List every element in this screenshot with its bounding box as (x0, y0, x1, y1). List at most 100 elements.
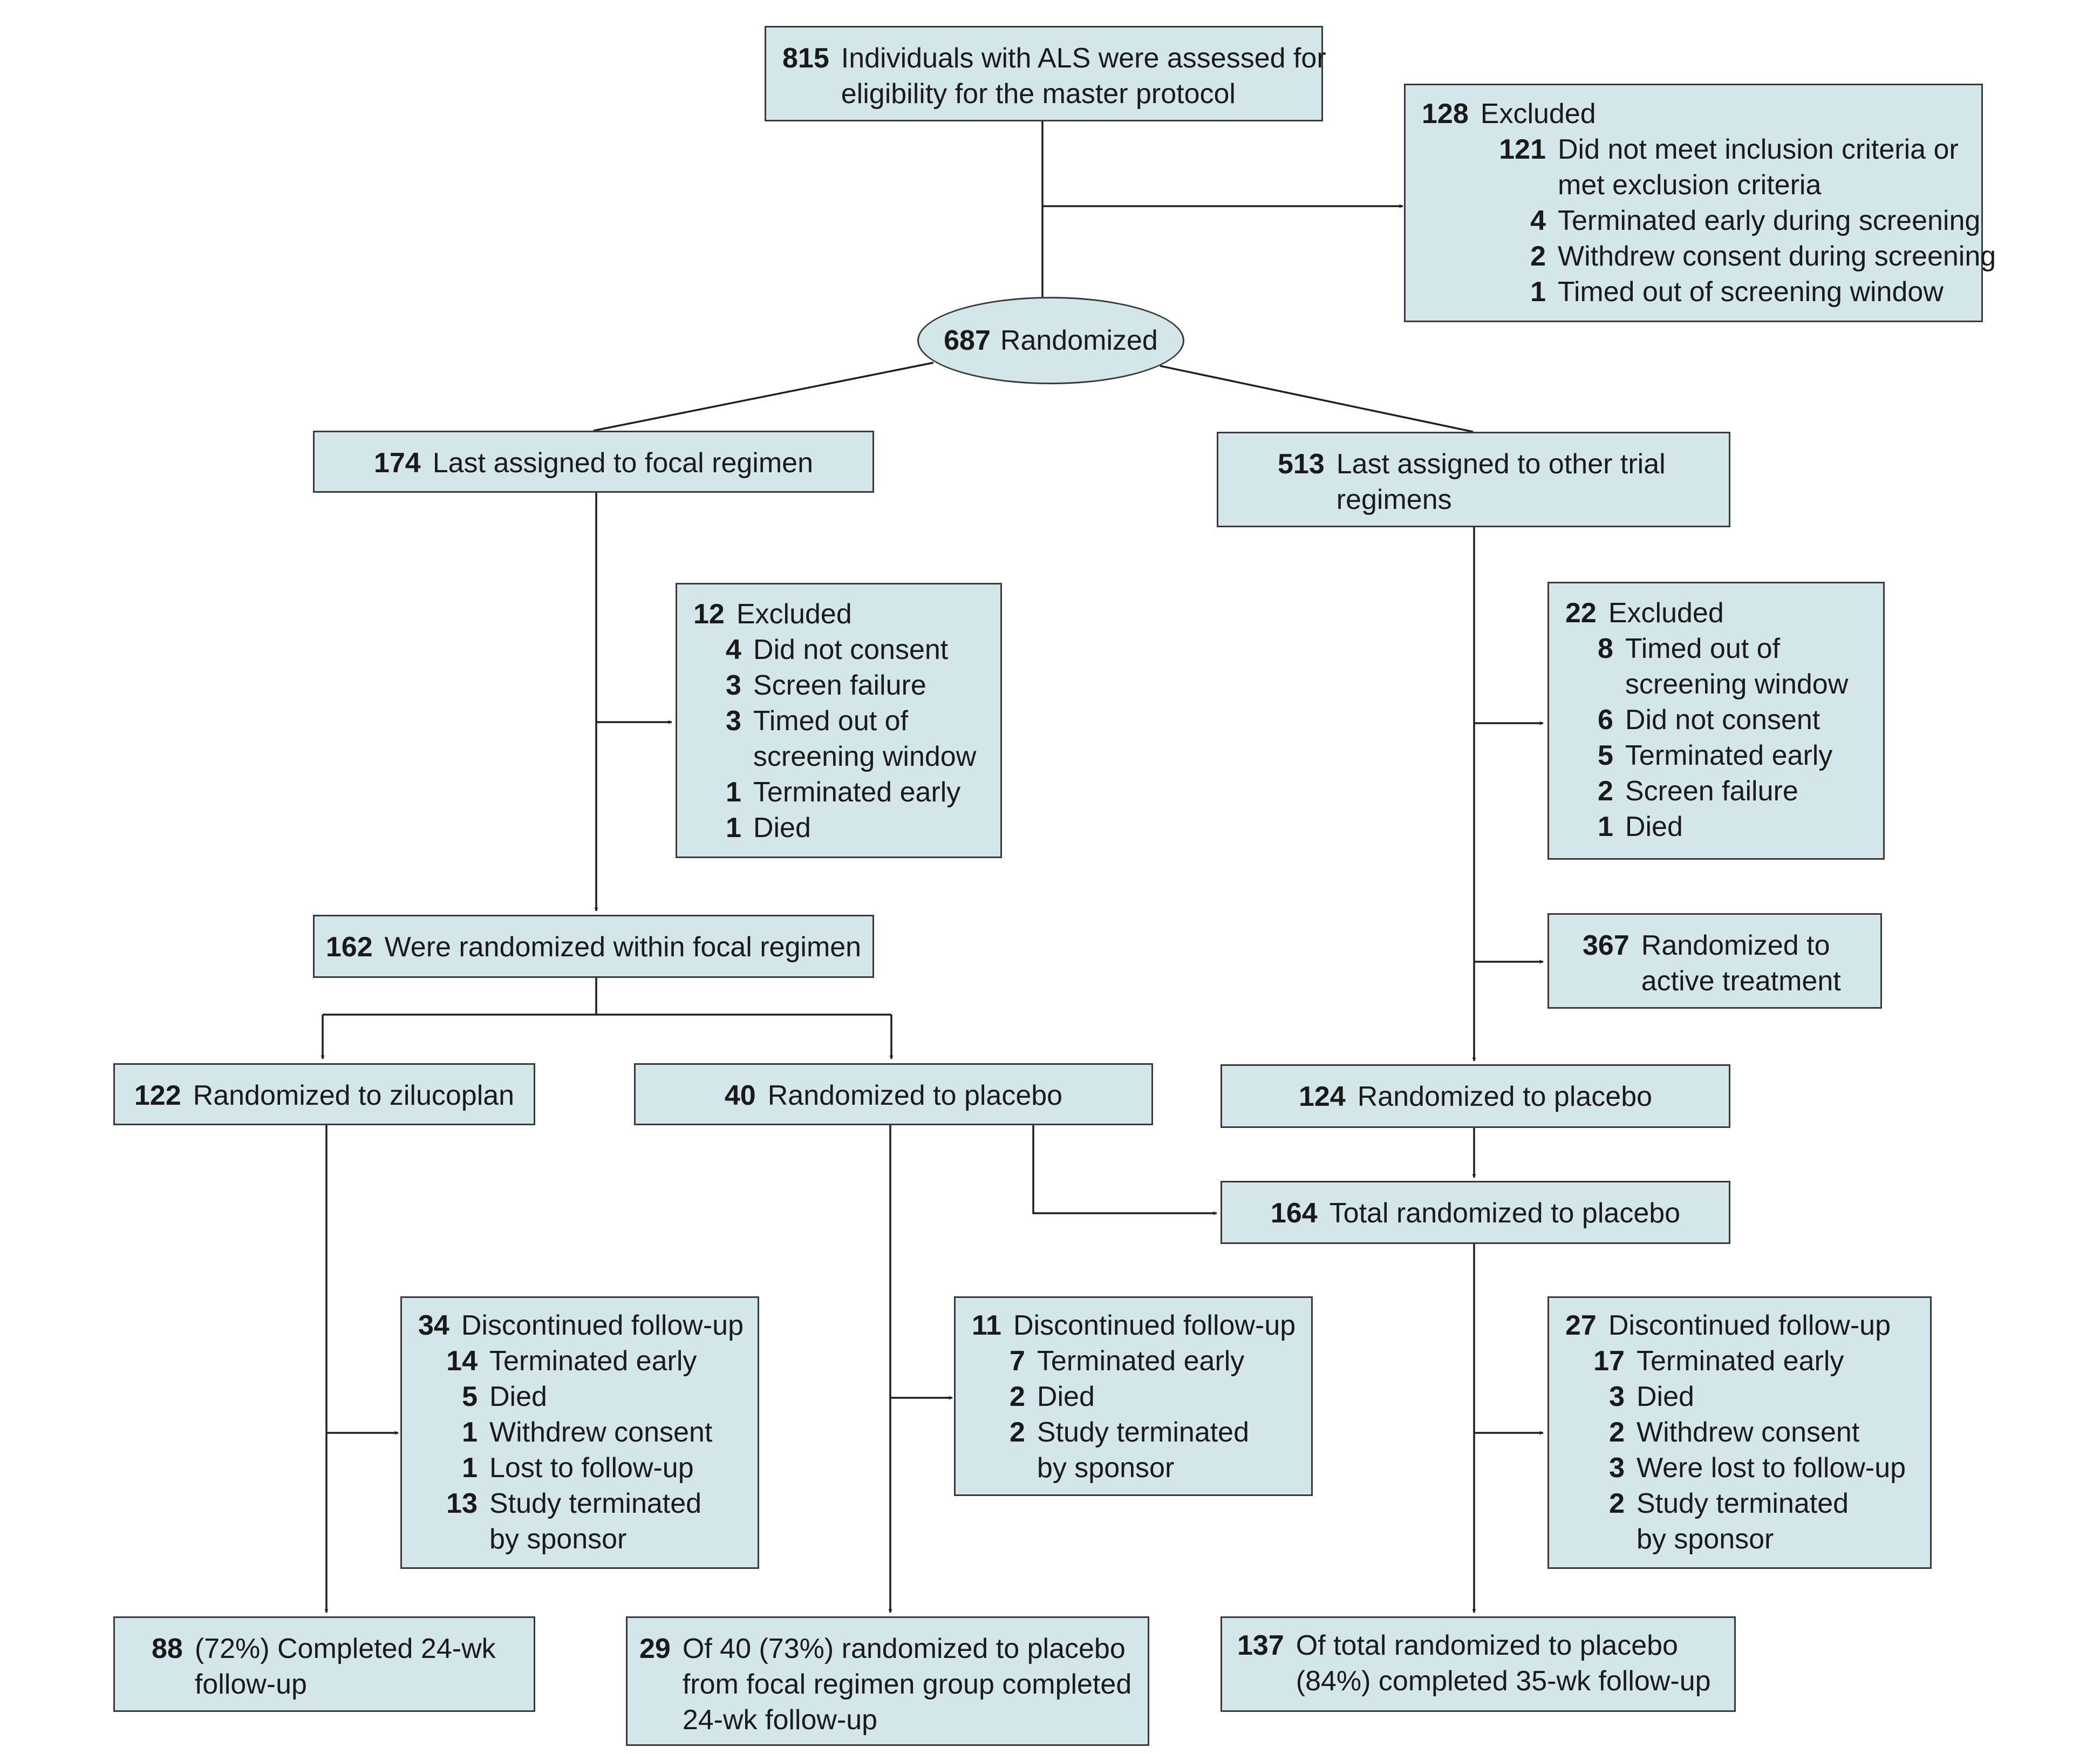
count: 1 (462, 1452, 478, 1484)
box-placebo-focal: 40 Randomized to placebo (634, 1063, 1153, 1125)
label-line: Excluded (1608, 597, 1724, 629)
label-line: Individuals with ALS were assessed for (841, 43, 1326, 74)
count: 27 (1565, 1310, 1597, 1341)
count: 5 (1598, 740, 1613, 771)
label-line: Terminated early (1037, 1345, 1245, 1377)
count: 11 (972, 1310, 1001, 1341)
label-line: Screen failure (753, 670, 926, 701)
count: 124 (1298, 1081, 1346, 1112)
count: 2 (1598, 776, 1613, 807)
count: 3 (1609, 1381, 1625, 1412)
count: 128 (1422, 98, 1469, 130)
box-focal-regimen: 174 Last assigned to focal regimen (313, 431, 874, 493)
count: 4 (726, 634, 741, 665)
count: 8 (1598, 633, 1613, 664)
label-line: Last assigned to other trial (1336, 448, 1666, 480)
label-line: screening window (753, 741, 977, 772)
label-line: Total randomized to placebo (1329, 1198, 1681, 1229)
count: 40 (724, 1080, 756, 1111)
label-line: Terminated early (489, 1345, 697, 1377)
label-line: Withdrew consent (1637, 1417, 1860, 1448)
count: 1 (462, 1417, 478, 1448)
box-zilucoplan: 122 Randomized to zilucoplan (113, 1063, 535, 1125)
box-placebo-other: 124 Randomized to placebo (1221, 1064, 1730, 1128)
count: 2 (1530, 241, 1546, 272)
ellipse-randomized: 687 Randomized (917, 297, 1184, 384)
count: 513 (1278, 448, 1325, 480)
label-line: Screen failure (1625, 776, 1798, 807)
count: 5 (462, 1381, 478, 1412)
label-line: Died (489, 1381, 547, 1412)
count: 3 (1609, 1452, 1625, 1484)
label-line: Timed out of (753, 705, 909, 737)
count: 17 (1593, 1345, 1625, 1377)
box-focal-randomized: 162 Were randomized within focal regimen (313, 915, 874, 978)
label-line: Were randomized within focal regimen (384, 932, 862, 963)
count: 6 (1598, 704, 1613, 736)
label-line: by sponsor (1037, 1452, 1175, 1484)
label-line: regimens (1336, 484, 1452, 515)
label-line: Randomized to (1641, 930, 1830, 961)
label-line: 24-wk follow-up (682, 1704, 878, 1736)
count: 687 (944, 325, 991, 356)
count: 2 (1609, 1488, 1625, 1519)
label-line: Excluded (1480, 98, 1596, 130)
count: 12 (693, 599, 725, 630)
count: 2 (1609, 1417, 1625, 1448)
label-line: Study terminated (1637, 1488, 1849, 1519)
count: 367 (1583, 930, 1629, 961)
count: 1 (1530, 276, 1546, 308)
label-line: Discontinued follow-up (461, 1310, 744, 1341)
connector-randomized-to-other (1160, 365, 1474, 433)
label-line: Died (753, 812, 811, 844)
label-line: Of 40 (73%) randomized to placebo (682, 1633, 1126, 1664)
label-line: Randomized to placebo (1357, 1081, 1653, 1112)
label-line: Discontinued follow-up (1608, 1310, 1891, 1341)
label-line: Study terminated (1037, 1417, 1250, 1448)
connector-randomized-to-focal (593, 362, 934, 432)
label-line: Randomized to zilucoplan (193, 1080, 515, 1111)
count: 137 (1237, 1630, 1284, 1661)
count: 164 (1270, 1198, 1318, 1229)
count: 4 (1530, 205, 1546, 236)
count: 3 (726, 670, 741, 701)
label-line: Timed out of (1625, 633, 1781, 664)
count: 174 (373, 447, 421, 479)
label-line: Did not consent (1625, 704, 1821, 736)
label-line: Study terminated (489, 1488, 702, 1519)
label-line: by sponsor (1637, 1524, 1774, 1555)
label-line: Were lost to follow-up (1637, 1452, 1906, 1484)
label-line: Timed out of screening window (1558, 276, 1944, 308)
label-line: eligibility for the master protocol (841, 78, 1236, 110)
label-line: Last assigned to focal regimen (432, 447, 814, 479)
count: 88 (152, 1633, 183, 1664)
count: 1 (1598, 811, 1613, 842)
label-line: Died (1637, 1381, 1694, 1412)
box-complete-zilucoplan: 88(72%) Completed 24-wk 88follow-up (113, 1616, 535, 1712)
count: 22 (1565, 597, 1597, 629)
count: 13 (446, 1488, 478, 1519)
count: 122 (134, 1080, 181, 1111)
count: 162 (325, 932, 373, 963)
label-line: (84%) completed 35-wk follow-up (1296, 1665, 1711, 1697)
label-line: Died (1625, 811, 1683, 842)
count: 34 (418, 1310, 449, 1341)
label-line: Excluded (736, 599, 852, 630)
label-line: Randomized to placebo (767, 1080, 1063, 1111)
count: 7 (1010, 1345, 1025, 1377)
label-line: Terminated early (1625, 740, 1833, 771)
label-line: screening window (1625, 669, 1849, 700)
count: 2 (1010, 1417, 1025, 1448)
label-line: Randomized (1000, 325, 1158, 356)
label-line: Of total randomized to placebo (1296, 1630, 1678, 1661)
connector-placebo-focal-to-total (1032, 1125, 1217, 1215)
